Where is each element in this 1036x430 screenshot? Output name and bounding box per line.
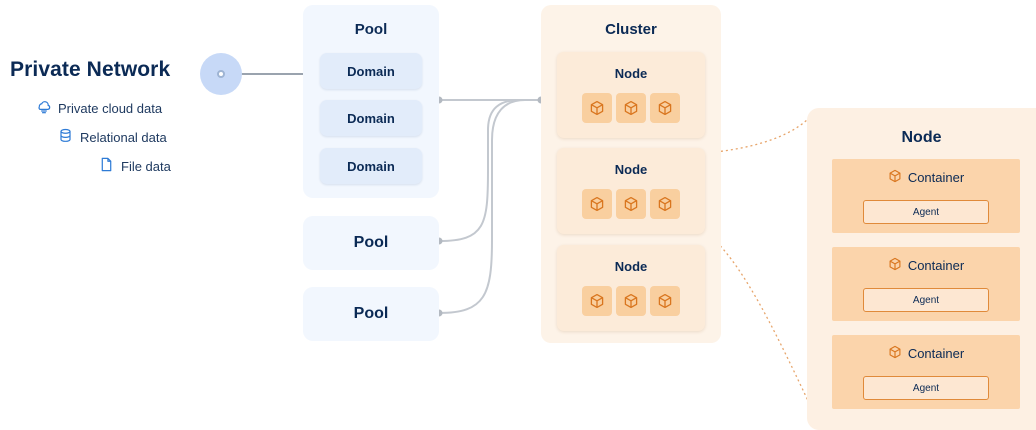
cluster: Cluster Node Node Node <box>541 5 721 343</box>
private-network-title: Private Network <box>10 58 171 81</box>
container-card: Container Agent <box>832 247 1020 321</box>
connector-node <box>217 70 225 78</box>
cluster-title: Cluster <box>605 21 657 38</box>
source-relational-data: Relational data <box>58 128 167 146</box>
node-title: Node <box>614 259 648 274</box>
source-private-cloud-data: Private cloud data <box>36 99 162 117</box>
domain-card: Domain <box>320 100 422 136</box>
domain-card: Domain <box>320 148 422 184</box>
cube-icon <box>616 189 646 219</box>
node-title: Node <box>614 162 648 177</box>
pool-card: Pool <box>303 216 439 270</box>
source-label: File data <box>121 158 171 174</box>
agent-box: Agent <box>863 288 989 312</box>
node-card: Node <box>557 52 705 138</box>
cube-icon <box>888 257 902 274</box>
source-file-data: File data <box>99 157 171 175</box>
cube-icon <box>582 189 612 219</box>
agent-box: Agent <box>863 200 989 224</box>
cube-icon <box>616 93 646 123</box>
pool-title: Pool <box>354 21 388 38</box>
database-icon <box>58 128 73 146</box>
domain-card: Domain <box>320 53 422 89</box>
cube-icon <box>888 345 902 362</box>
node-card: Node <box>557 148 705 234</box>
cube-icon <box>582 286 612 316</box>
cloud-data-icon <box>36 99 51 117</box>
pool-main: Pool Domain Domain Domain <box>303 5 439 198</box>
container-card: Container Agent <box>832 159 1020 233</box>
container-card: Container Agent <box>832 335 1020 409</box>
node-detail-title: Node <box>901 129 942 146</box>
source-label: Relational data <box>80 129 167 145</box>
node-title: Node <box>614 66 648 81</box>
container-label: Container <box>907 170 965 185</box>
container-label-row: Container <box>832 169 1020 186</box>
cube-icon <box>650 286 680 316</box>
agent-box: Agent <box>863 376 989 400</box>
node-detail: Node Container Agent Container Agent Con… <box>807 108 1036 430</box>
cube-icon <box>582 93 612 123</box>
file-icon <box>99 157 114 175</box>
container-label: Container <box>907 346 965 361</box>
node-card: Node <box>557 245 705 331</box>
container-label-row: Container <box>832 345 1020 362</box>
cube-icon <box>650 93 680 123</box>
pool-card: Pool <box>303 287 439 341</box>
cube-icon <box>650 189 680 219</box>
container-label-row: Container <box>832 257 1020 274</box>
cube-icon <box>888 169 902 186</box>
source-label: Private cloud data <box>58 100 163 116</box>
container-label: Container <box>907 258 965 273</box>
cube-icon <box>616 286 646 316</box>
